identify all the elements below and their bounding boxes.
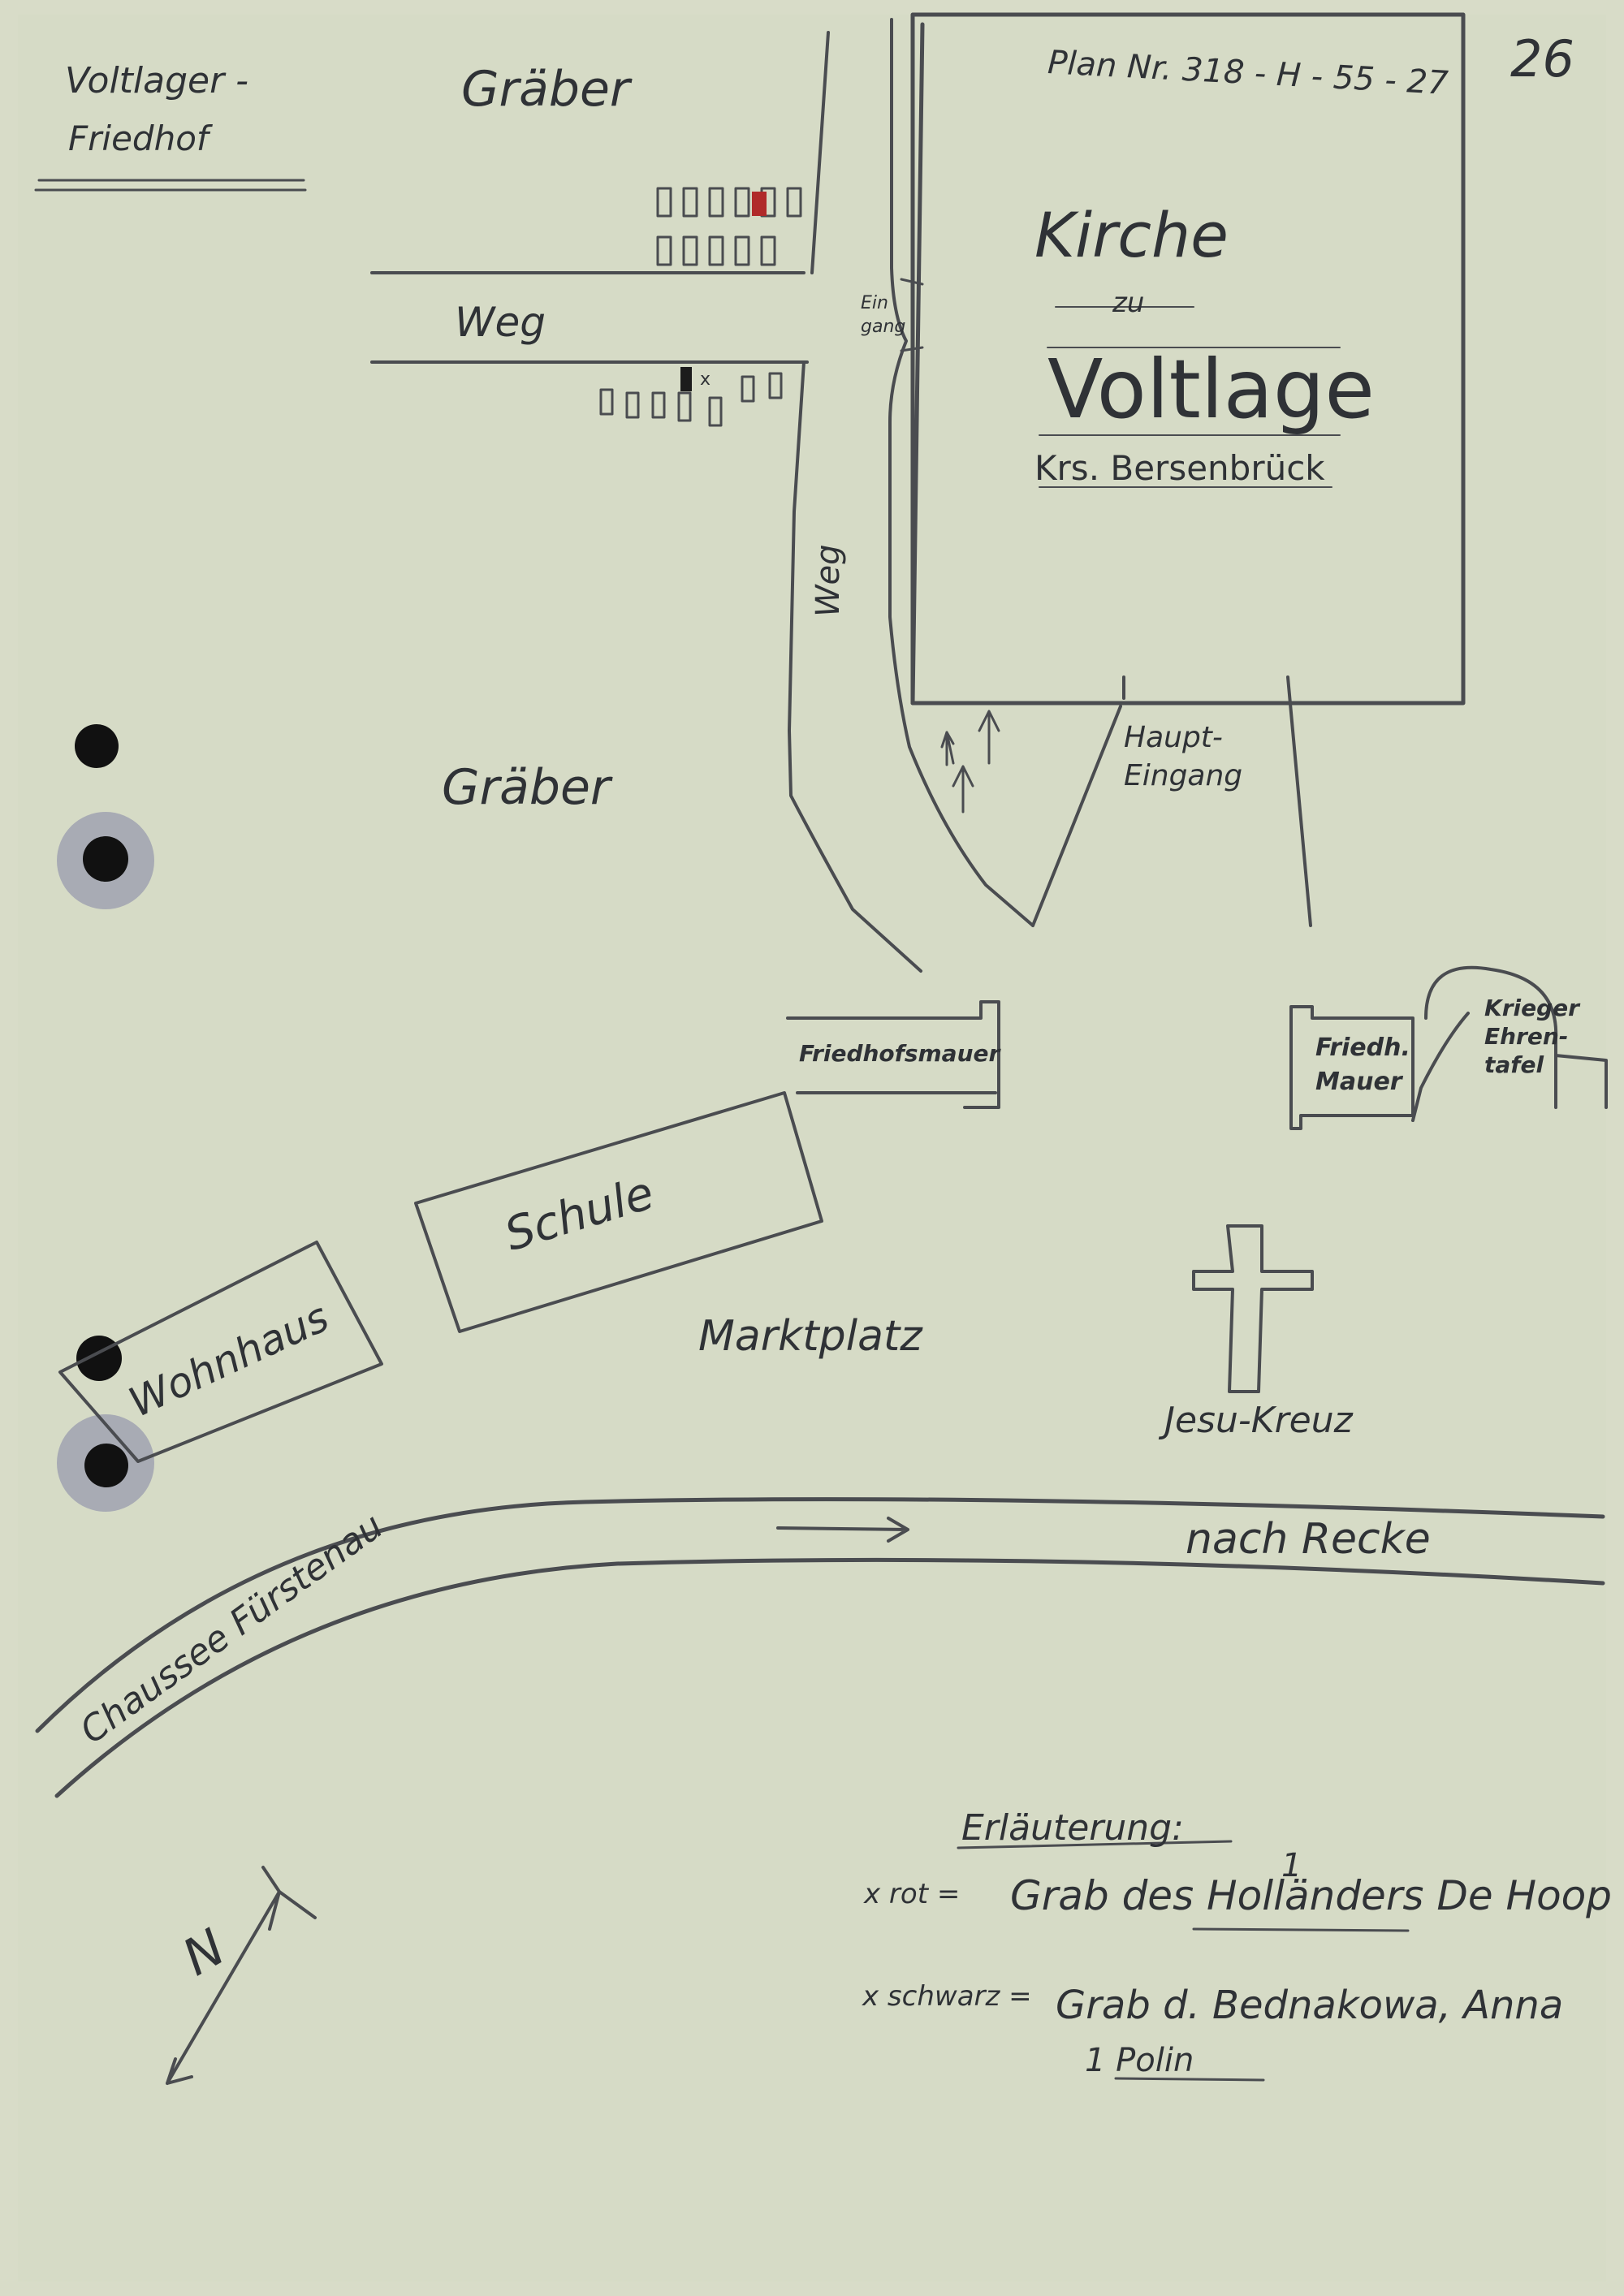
label-weg-vertical: Weg	[810, 544, 847, 617]
label-marktplatz: Marktplatz	[698, 1312, 922, 1361]
direction-arrow	[776, 1517, 909, 1543]
friedhofsmauer-left	[786, 1000, 1000, 1109]
label-zu: zu	[1112, 287, 1145, 319]
cemetery-edge-top	[810, 31, 830, 274]
label-jesu-kreuz: Jesu-Kreuz	[1164, 1400, 1353, 1441]
folio-number: 26	[1510, 29, 1574, 88]
jesu-cross	[1192, 1224, 1314, 1393]
black-grave-x: x	[700, 369, 710, 390]
punch-hole	[75, 724, 119, 768]
red-grave-marker	[752, 192, 767, 216]
road-lower-edge	[54, 1557, 1605, 1798]
church-building	[910, 12, 1466, 706]
title-line1: Voltlager -	[65, 60, 249, 101]
label-graeber-mid: Gräber	[442, 759, 611, 816]
school-building	[414, 1091, 823, 1333]
legend-red-key: x rot =	[864, 1878, 961, 1910]
church-left-wall	[910, 22, 925, 706]
legend-polin-underline	[1114, 2077, 1265, 2082]
label-krieger-ehrentafel: Krieger Ehren- tafel	[1484, 995, 1579, 1078]
legend-red-number: 1	[1281, 1847, 1302, 1884]
label-nach-recke: nach Recke	[1186, 1515, 1431, 1564]
legend-red-value: Grab des Holländers De Hoop	[1010, 1872, 1612, 1919]
krieger-tafel	[1411, 965, 1608, 1122]
wohnhaus-building	[58, 1241, 383, 1463]
entrance-arrows	[940, 710, 1000, 814]
entrance-path-left	[1031, 705, 1122, 927]
legend-red-underline	[1192, 1927, 1410, 1932]
weg-left-boundary	[888, 18, 1034, 927]
label-friedh-mauer: Friedh. Mauer	[1315, 1034, 1410, 1096]
legend-heading-underline	[957, 1840, 1233, 1849]
label-friedhofsmauer: Friedhofsmauer	[799, 1040, 1000, 1067]
label-haupteingang: Haupt- Eingang	[1124, 721, 1243, 792]
punch-hole	[84, 1444, 128, 1487]
graves-lower	[599, 372, 783, 427]
legend-black-number: 1 Polin	[1085, 2042, 1194, 2079]
label-eingang: Ein gang	[861, 293, 906, 337]
road-upper-edge	[35, 1497, 1605, 1733]
eingang-break	[900, 278, 924, 352]
label-graeber-top: Gräber	[461, 61, 630, 118]
legend-heading: Erläuterung:	[961, 1807, 1184, 1849]
label-weg-top: Weg	[455, 299, 546, 346]
label-kreis: Krs. Bersenbrück	[1034, 448, 1325, 488]
legend-black-value: Grab d. Bednakowa, Anna	[1056, 1983, 1564, 2028]
label-voltlage: Voltlage	[1047, 342, 1375, 437]
black-grave-marker	[680, 367, 692, 391]
paper-sheet	[18, 15, 1606, 2281]
title-line2: Friedhof	[68, 119, 209, 158]
punch-hole	[83, 836, 128, 882]
cemetery-right-edge	[788, 360, 922, 973]
entrance-path-right	[1286, 675, 1312, 927]
graves-top	[656, 187, 802, 266]
label-kirche: Kirche	[1034, 199, 1229, 271]
north-arrow	[166, 1866, 317, 2085]
legend-black-key: x schwarz =	[862, 1980, 1032, 2013]
